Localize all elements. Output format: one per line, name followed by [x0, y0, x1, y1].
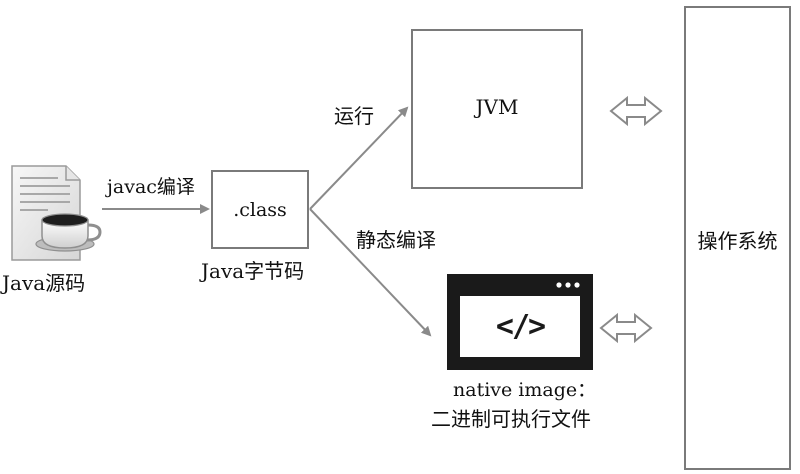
double-arrow-jvm-os [609, 95, 663, 127]
operating-system-box: 操作系统 [684, 6, 791, 470]
native-executable-label: 二进制可执行文件 [431, 407, 591, 431]
run-label: 运行 [334, 104, 374, 128]
javac-compile-label: javac编译 [107, 176, 195, 198]
native-image-label: native image： [453, 379, 597, 401]
java-bytecode-label: Java字节码 [201, 259, 305, 283]
arrow-static-compile [309, 208, 432, 337]
static-compile-label: 静态编译 [356, 228, 436, 252]
native-image-window-icon: </> [447, 274, 593, 370]
java-source-file-icon [8, 164, 108, 264]
double-arrow-native-os [599, 312, 653, 344]
java-source-label: Java源码 [2, 271, 86, 295]
operating-system-text: 操作系统 [697, 229, 778, 253]
jvm-text: JVM [475, 95, 519, 119]
jvm-box: JVM [411, 29, 583, 189]
arrow-run [309, 106, 409, 210]
class-file-text: .class [233, 198, 287, 221]
code-brackets-icon: </> [495, 309, 546, 344]
class-file-box: .class [211, 170, 309, 249]
